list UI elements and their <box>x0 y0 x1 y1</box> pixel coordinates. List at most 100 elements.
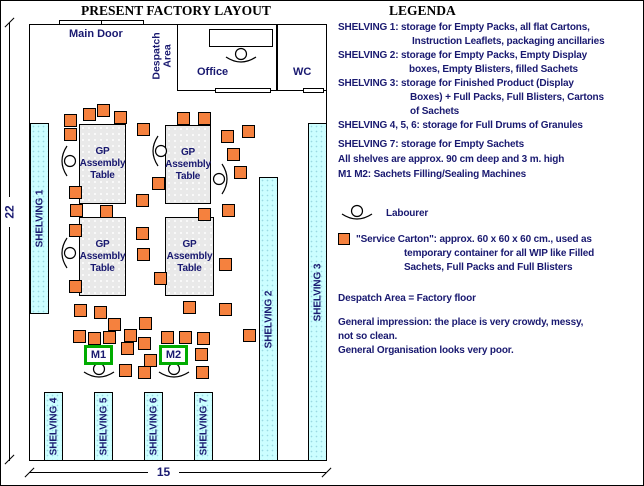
service-carton <box>73 330 86 343</box>
service-carton <box>69 224 82 237</box>
legend-line: of Sachets <box>410 106 460 117</box>
table-label-line: Assembly <box>166 250 213 262</box>
service-carton <box>97 104 110 117</box>
service-carton <box>243 329 256 342</box>
service-carton <box>70 204 83 217</box>
service-carton <box>124 329 137 342</box>
service-carton <box>83 108 96 121</box>
service-carton <box>234 166 247 179</box>
service-carton <box>136 194 149 207</box>
shelving-label: SHELVING 4 <box>48 397 59 456</box>
shelving-label: SHELVING 3 <box>312 263 323 321</box>
shelving-label: SHELVING 6 <box>148 397 159 456</box>
service-carton <box>219 258 232 271</box>
legend-line: SHELVING 3: storage for Finished Product… <box>338 78 574 89</box>
shelving-label: SHELVING 5 <box>98 397 109 456</box>
page-title: PRESENT FACTORY LAYOUT <box>81 3 271 18</box>
legend-line: SHELVING 4, 5, 6: storage for Full Drums… <box>338 120 583 131</box>
legend-line: Boxes) + Full Packs, Full Blisters, Cart… <box>410 92 604 103</box>
service-carton <box>152 177 165 190</box>
service-carton <box>137 123 150 136</box>
service-carton <box>138 337 151 350</box>
service-carton <box>64 114 77 127</box>
service-carton <box>64 128 77 141</box>
shelving-unit-1: SHELVING 1 <box>30 123 49 314</box>
service-carton <box>136 227 149 240</box>
service-carton <box>137 248 150 261</box>
table-label-line: Assembly <box>79 250 126 262</box>
legend-line: SHELVING 2: storage for Empty Packs, Emp… <box>338 50 588 61</box>
shelving-unit-2: SHELVING 2 <box>259 177 278 461</box>
despatch-area-label: Despatch Area <box>150 25 176 87</box>
service-carton <box>196 366 209 379</box>
legend-title: LEGENDA <box>389 3 456 18</box>
legend-line: All shelves are approx. 90 cm deep and 3… <box>338 154 565 165</box>
service-carton <box>100 205 113 218</box>
service-carton <box>69 186 82 199</box>
legend-service-carton-icon <box>338 233 350 245</box>
service-carton <box>138 366 151 379</box>
shelving-unit-7: SHELVING 7 <box>194 392 213 461</box>
shelving-unit-6: SHELVING 6 <box>144 392 163 461</box>
legend-line: "Service Carton": approx. 60 x 60 x 60 c… <box>356 234 592 245</box>
service-carton <box>69 280 82 293</box>
table-label-line: Assembly <box>165 158 211 170</box>
legend-line: SHELVING 7: storage for Empty Sachets <box>338 139 524 150</box>
table-label-line: GP <box>95 238 110 250</box>
legend-labourer-icon <box>339 203 375 223</box>
shelving-unit-4: SHELVING 4 <box>44 392 63 461</box>
legend-line: Sachets, Full Packs and Full Blisters <box>404 262 573 273</box>
table-label-line: GP <box>95 146 110 157</box>
service-carton <box>219 303 232 316</box>
legend-line: not so clean. <box>338 331 398 342</box>
service-carton <box>197 332 210 345</box>
despatch-line2: Area <box>162 44 175 68</box>
machine-m2: M2 <box>159 345 188 365</box>
service-carton <box>198 208 211 221</box>
main-door-panel-left <box>59 20 102 25</box>
service-carton <box>114 111 127 124</box>
labourer-icon <box>81 361 117 381</box>
service-carton <box>198 112 211 125</box>
service-carton <box>139 317 152 330</box>
shelving-unit-5: SHELVING 5 <box>94 392 113 461</box>
service-carton <box>119 364 132 377</box>
service-carton <box>161 331 174 344</box>
table-label-line: GP <box>180 146 196 158</box>
labourer-icon <box>223 46 259 66</box>
office-desk <box>209 29 273 47</box>
service-carton <box>222 204 235 217</box>
service-carton <box>221 130 234 143</box>
legend-line: Instruction Leaflets, packaging ancillar… <box>412 36 605 47</box>
table-label-line: Table <box>90 262 115 274</box>
labourer-icon <box>58 143 78 179</box>
main-door-label: Main Door <box>69 28 123 40</box>
legend-line: General Organisation looks very poor. <box>338 345 514 356</box>
shelving-label: SHELVING 7 <box>198 397 209 456</box>
service-carton <box>103 331 116 344</box>
labourer-icon <box>211 161 231 197</box>
shelving-label: SHELVING 1 <box>34 189 45 248</box>
office-door <box>215 88 271 93</box>
dimension-line-height <box>9 23 10 461</box>
shelving-unit-3: SHELVING 3 <box>308 123 327 461</box>
service-carton <box>88 332 101 345</box>
legend-line: temporary container for all WIP like Fil… <box>404 248 595 259</box>
main-door-panel-right <box>101 20 144 25</box>
wc-door <box>303 88 324 93</box>
legend-line: Despatch Area = Factory floor <box>338 293 476 304</box>
legend-line: SHELVING 1: storage for Empty Packs, all… <box>338 22 590 33</box>
service-carton <box>94 306 107 319</box>
legend-line: M1 M2: Sachets Filling/Sealing Machines <box>338 169 527 180</box>
machine-m1: M1 <box>84 345 113 365</box>
table-label-line: Assembly <box>79 158 126 169</box>
service-carton <box>195 348 208 361</box>
legend-line: General impression: the place is very cr… <box>338 317 584 328</box>
table-label-line: GP <box>182 238 197 250</box>
labourer-icon <box>149 133 169 169</box>
shelving-label: SHELVING 2 <box>263 290 274 348</box>
service-carton <box>74 304 87 317</box>
